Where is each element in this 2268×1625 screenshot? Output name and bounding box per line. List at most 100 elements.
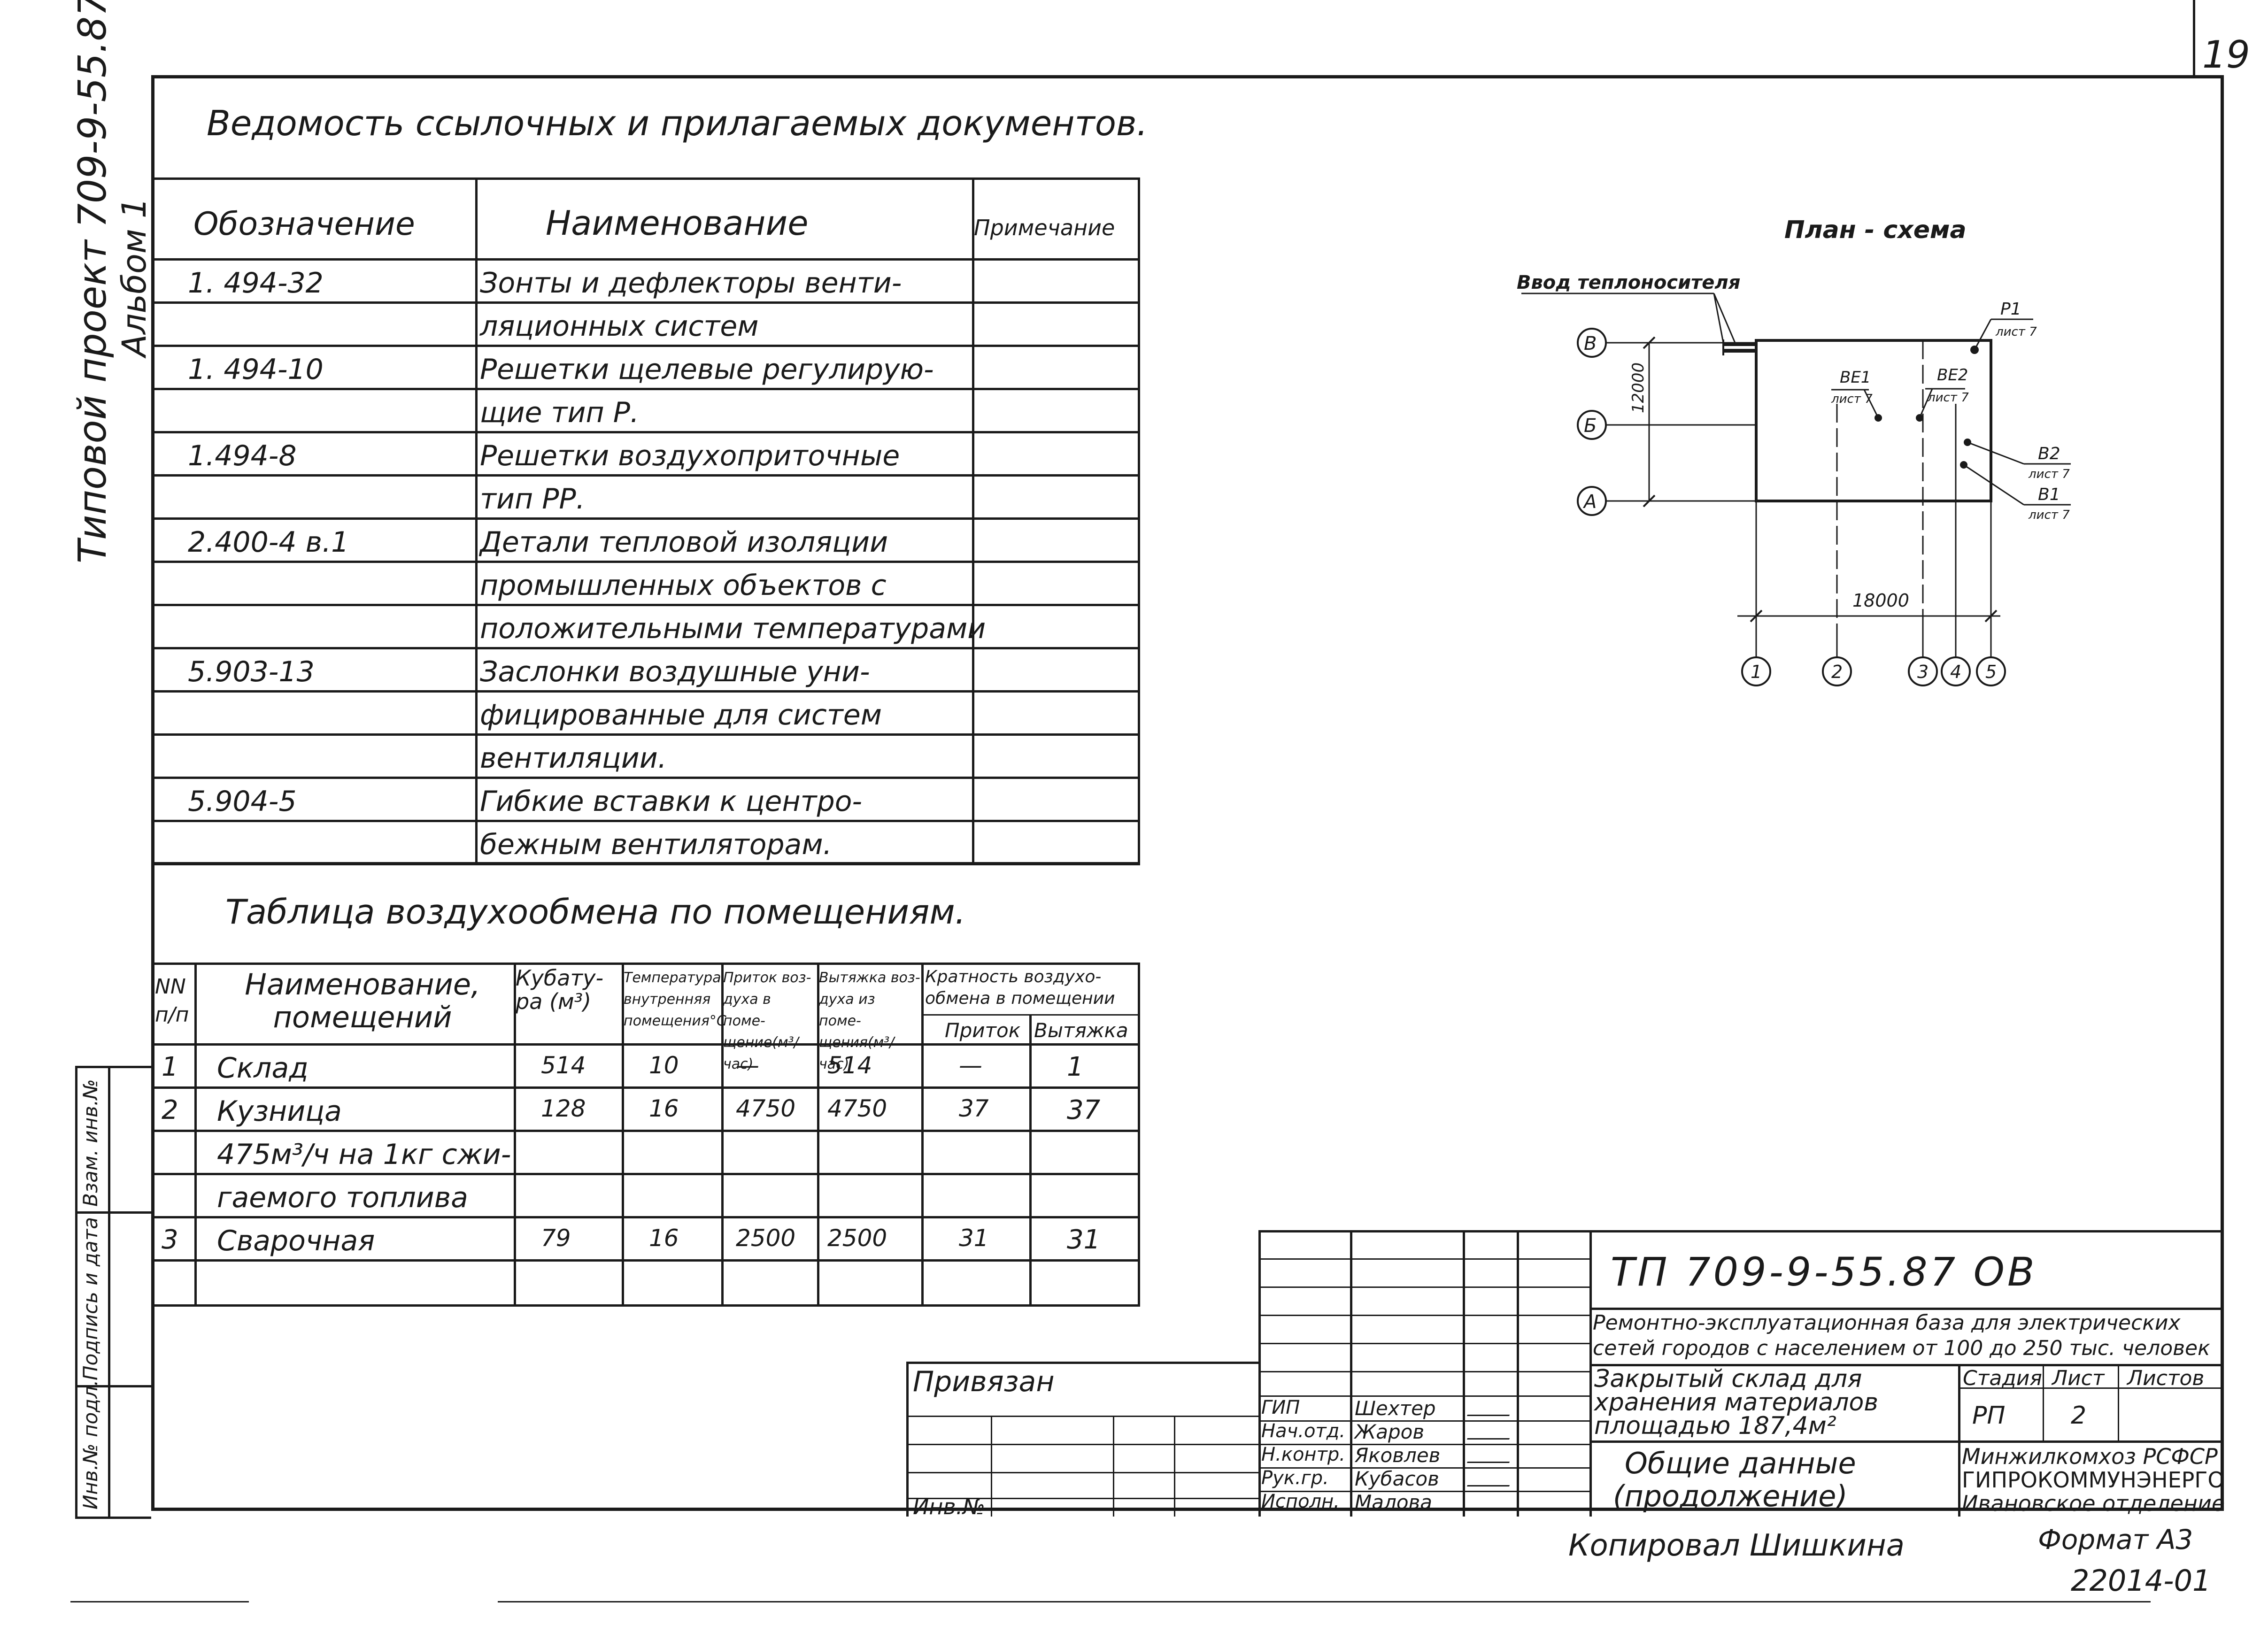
docs-row-rule	[151, 604, 1140, 606]
stamp-strip-bottom	[75, 1517, 151, 1519]
air-header-mult-in: Приток	[945, 1019, 1021, 1042]
axis-row-b-label: Б	[1584, 415, 1597, 437]
stamp-person: Малова	[1355, 1491, 1433, 1514]
drawing-frame	[151, 75, 2224, 1511]
air-cell: 37	[1067, 1095, 1101, 1125]
axis-col-5-label: 5	[1985, 662, 1997, 682]
air-cell: 128	[541, 1095, 586, 1122]
stamp-strip-divider	[108, 1066, 110, 1517]
stamp-org3: Ивановское отделение	[1962, 1491, 2225, 1516]
docs-row-rule	[151, 647, 1140, 649]
stamp-sheet-name2: (продолжение)	[1613, 1479, 1848, 1513]
building-outline	[1755, 339, 1992, 502]
stamp-org1: Минжилкомхоз РСФСР	[1962, 1444, 2218, 1469]
stamp-sheet-name1: Общие данные	[1625, 1446, 1856, 1480]
air-cell: 4750	[827, 1095, 887, 1122]
air-title: Таблица воздухообмена по помещениям.	[225, 892, 966, 932]
label-v1-sheet: лист 7	[2028, 508, 2070, 522]
stamp-sheets-header: Листов	[2127, 1366, 2205, 1390]
air-cell: 514	[541, 1052, 586, 1079]
docs-row-rule	[151, 474, 1140, 477]
docs-name: Заслонки воздушные уни-	[480, 655, 870, 688]
air-cell: 10	[649, 1052, 679, 1079]
archive-number: 22014-01	[2071, 1563, 2211, 1598]
stamp-project-line1: Ремонтно-эксплуатационная база для элект…	[1593, 1311, 2181, 1335]
stamp-role: Рук.гр.	[1261, 1467, 1329, 1489]
air-cell: Кузница	[217, 1095, 342, 1128]
label-ve2: ВЕ2	[1937, 366, 1968, 385]
stamp-signature-date: Подпись и дата	[79, 1217, 102, 1380]
privyazan-label: Привязан	[913, 1365, 1055, 1398]
stamp-role: Нач.отд.	[1261, 1420, 1346, 1442]
air-cell: 4750	[736, 1095, 796, 1122]
air-cell: Склад	[217, 1052, 309, 1085]
docs-row-rule	[151, 733, 1140, 736]
docs-designation: 5.904-5	[188, 785, 297, 818]
air-header-exhaust: Вытяжка воз- духа из поме- щения(м³/час)	[819, 970, 920, 1072]
label-p1: Р1	[2000, 300, 2021, 319]
docs-row-rule	[151, 561, 1140, 563]
label-v2-sheet: лист 7	[2028, 467, 2070, 481]
docs-designation: 1. 494-10	[188, 353, 324, 386]
air-cell: Сварочная	[217, 1225, 375, 1257]
axis-col-4-label: 4	[1950, 662, 1961, 682]
axis-col-2-label: 2	[1831, 662, 1843, 682]
docs-name: ляционных систем	[480, 310, 759, 343]
stamp-stage: РП	[1972, 1402, 2006, 1430]
signature-mark	[1466, 1494, 1515, 1510]
air-cell: 1	[162, 1052, 178, 1082]
docs-row-rule	[151, 388, 1140, 390]
label-ve2-sheet: лист 7	[1927, 391, 1969, 405]
air-header-volume: Кубату- ра (м³)	[516, 965, 604, 1014]
signature-mark	[1466, 1471, 1515, 1486]
air-row-rule	[151, 1173, 1140, 1175]
docs-row-rule	[151, 345, 1140, 347]
stamp-object: Закрытый склад для хранения материалов п…	[1594, 1365, 1878, 1440]
docs-name: бежным вентиляторам.	[480, 828, 832, 861]
docs-name: Гибкие вставки к центро-	[480, 785, 863, 818]
inv-label: Инв.№	[913, 1494, 986, 1519]
air-table: NN п/п Наименование, помещений Кубату- р…	[151, 963, 1140, 1307]
docs-designation: 1.494-8	[188, 439, 297, 472]
label-v2: В2	[2038, 444, 2060, 463]
docs-header-note: Примечание	[974, 215, 1115, 240]
plan-title: План - схема	[1784, 216, 1967, 244]
docs-designation: 1. 494-32	[188, 267, 324, 300]
axis-col-3-label: 3	[1917, 662, 1929, 682]
copied-by: Копировал Шишкина	[1568, 1528, 1905, 1563]
stamp-replace-inv: Взам. инв.№	[79, 1079, 102, 1207]
air-cell: 31	[959, 1225, 989, 1252]
signature-mark	[1466, 1424, 1515, 1440]
air-header-temp: Температура внутренняя помещения°С	[624, 970, 726, 1029]
corner-divider	[2193, 0, 2195, 75]
air-cell: 79	[541, 1225, 571, 1252]
signature-mark	[1466, 1401, 1515, 1416]
bottom-mark-line-2	[498, 1601, 2151, 1602]
format-label: Формат А3	[2038, 1524, 2193, 1556]
dim-height: 12000	[1629, 362, 1648, 413]
air-header-supply: Приток воз- духа в поме- щение(м³/час)	[723, 970, 811, 1072]
page-number: 19	[2202, 33, 2250, 77]
stamp-person: Яковлев	[1355, 1444, 1441, 1467]
docs-designation: 5.903-13	[188, 655, 315, 688]
docs-row-rule	[151, 820, 1140, 822]
label-v1: В1	[2038, 485, 2060, 504]
axis-row-v-label: В	[1584, 333, 1597, 354]
air-cell: 37	[959, 1095, 989, 1122]
docs-name: Зонты и дефлекторы венти-	[480, 267, 902, 300]
docs-table: Обозначение Наименование Примечание 1. 4…	[151, 177, 1140, 865]
stamp-person: Кубасов	[1355, 1467, 1439, 1490]
dim-width: 18000	[1852, 590, 1909, 611]
air-row-rule	[151, 1259, 1140, 1262]
docs-row-rule	[151, 301, 1140, 304]
stamp-person: Шехтер	[1355, 1397, 1436, 1420]
air-cell: 1	[1067, 1052, 1084, 1082]
stamp-role: ГИП	[1261, 1397, 1300, 1418]
docs-row-rule	[151, 863, 1140, 865]
plan-scheme: Ввод теплоносителя В Б А 12000 18000 1 2…	[1517, 272, 2071, 686]
stamp-stage-header: Стадия	[1963, 1366, 2042, 1390]
docs-row-rule	[151, 431, 1140, 433]
air-cell: —	[959, 1052, 982, 1079]
stamp-strip-sep2	[75, 1385, 151, 1387]
docs-name: Детали тепловой изоляции	[480, 526, 888, 559]
